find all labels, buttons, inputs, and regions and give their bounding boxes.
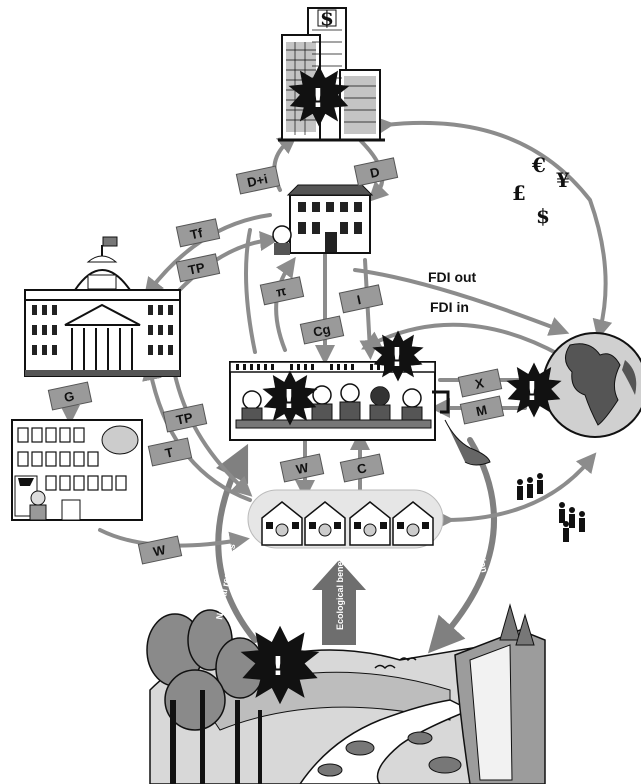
government-building	[24, 236, 181, 377]
corporate-owner-house	[272, 184, 374, 255]
svg-text:X: X	[474, 375, 486, 392]
svg-text:π: π	[275, 283, 288, 300]
note-i: I	[338, 284, 384, 314]
euro-sign: €	[531, 153, 546, 177]
note-w-firm: W	[279, 453, 325, 483]
svg-text:D: D	[369, 164, 381, 181]
svg-text:M: M	[475, 402, 489, 419]
svg-text:I: I	[356, 292, 363, 307]
note-d: D	[353, 157, 399, 187]
svg-text:W: W	[152, 542, 168, 559]
note-pi: π	[259, 276, 305, 306]
household-firm-shock-icon: !	[372, 330, 424, 382]
svg-text:G: G	[63, 388, 76, 405]
firm-shock-icon: !	[262, 370, 318, 426]
svg-text:!: !	[391, 343, 403, 373]
yen-sign: ¥	[556, 168, 570, 192]
pollution-label: Pollution	[473, 534, 490, 574]
note-tp-firm: TP	[175, 253, 221, 283]
note-tp-household: TP	[162, 403, 208, 433]
svg-text:TP: TP	[175, 410, 195, 428]
flow-arrows	[60, 116, 613, 654]
nature-shock-icon: !	[241, 626, 319, 704]
dollar-sign: $	[536, 204, 550, 228]
migrants-figures	[517, 473, 585, 542]
note-x: X	[457, 368, 503, 398]
svg-text:TP: TP	[187, 260, 207, 278]
svg-text:W: W	[295, 460, 311, 477]
fdi-in-label: FDI in	[430, 299, 469, 315]
svg-text:!: !	[526, 377, 538, 407]
world-shock-icon: !	[506, 362, 562, 418]
bank-skyscrapers: $	[278, 6, 385, 142]
svg-text:D+i: D+i	[246, 171, 269, 190]
note-c-firm: C	[339, 453, 385, 483]
households-cluster	[247, 489, 444, 549]
note-t: T	[147, 437, 193, 467]
svg-text:Cg: Cg	[312, 321, 332, 339]
firms-factory	[229, 361, 491, 466]
world-globe	[542, 332, 641, 438]
note-g: G	[47, 381, 93, 411]
svg-text:T: T	[164, 445, 175, 461]
fdi-out-label: FDI out	[428, 269, 477, 285]
ecological-benefits-label: Ecological benefits	[335, 548, 345, 630]
svg-text:!: !	[283, 385, 295, 415]
note-m: M	[459, 395, 505, 425]
note-cg: Cg	[299, 315, 345, 345]
bank-shock-icon: !	[288, 65, 350, 127]
note-w-gov: W	[137, 535, 183, 565]
svg-text:!: !	[312, 84, 324, 114]
note-d-i: D+i	[235, 165, 281, 195]
bank-dollar-sign: $	[320, 6, 334, 30]
pound-sign: £	[512, 181, 526, 205]
svg-text:Tf: Tf	[189, 225, 205, 242]
svg-text:!: !	[272, 652, 284, 682]
svg-text:C: C	[356, 460, 369, 477]
note-tf: Tf	[175, 218, 221, 248]
public-services-building	[11, 419, 143, 521]
